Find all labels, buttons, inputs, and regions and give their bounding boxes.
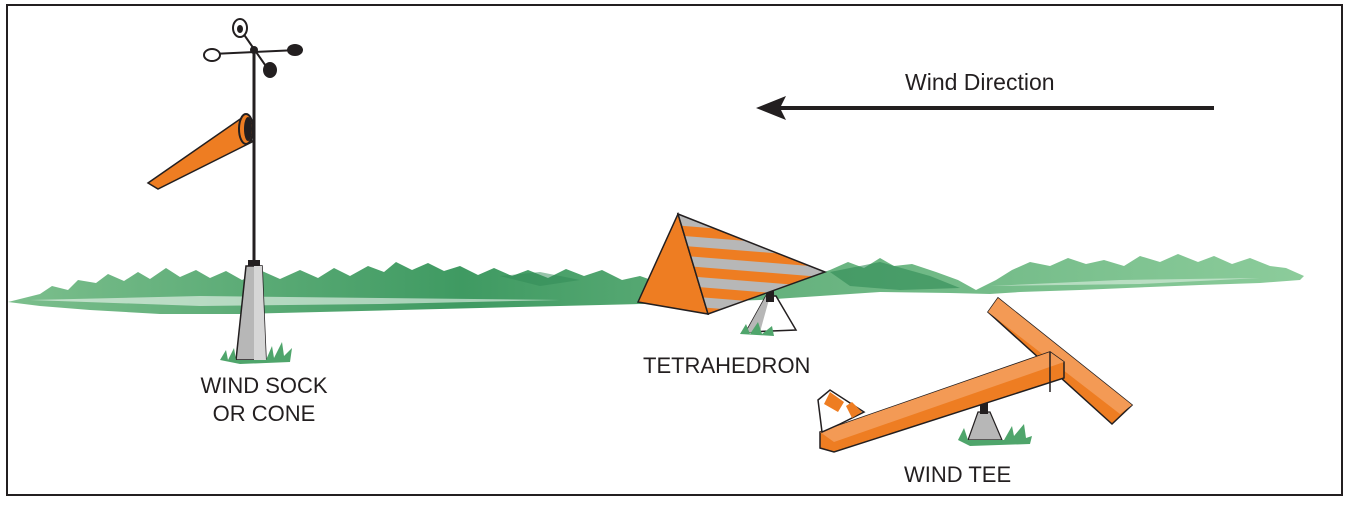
wind-tee-label: WIND TEE xyxy=(904,462,1012,487)
wind-sock-label-line1: WIND SOCK xyxy=(200,373,328,398)
wind-direction-arrow-icon xyxy=(756,96,1214,120)
tetrahedron-label: TETRAHEDRON xyxy=(643,353,811,378)
wind-sock-label: WIND SOCK OR CONE xyxy=(190,372,338,428)
wind-sock-label-line2: OR CONE xyxy=(212,401,316,426)
wind-sock-icon xyxy=(146,18,303,364)
wind-tee-icon xyxy=(817,296,1134,453)
anemometer-icon xyxy=(203,18,303,78)
wind-direction-label: Wind Direction xyxy=(905,69,1055,95)
wind-sock-body xyxy=(146,113,253,190)
